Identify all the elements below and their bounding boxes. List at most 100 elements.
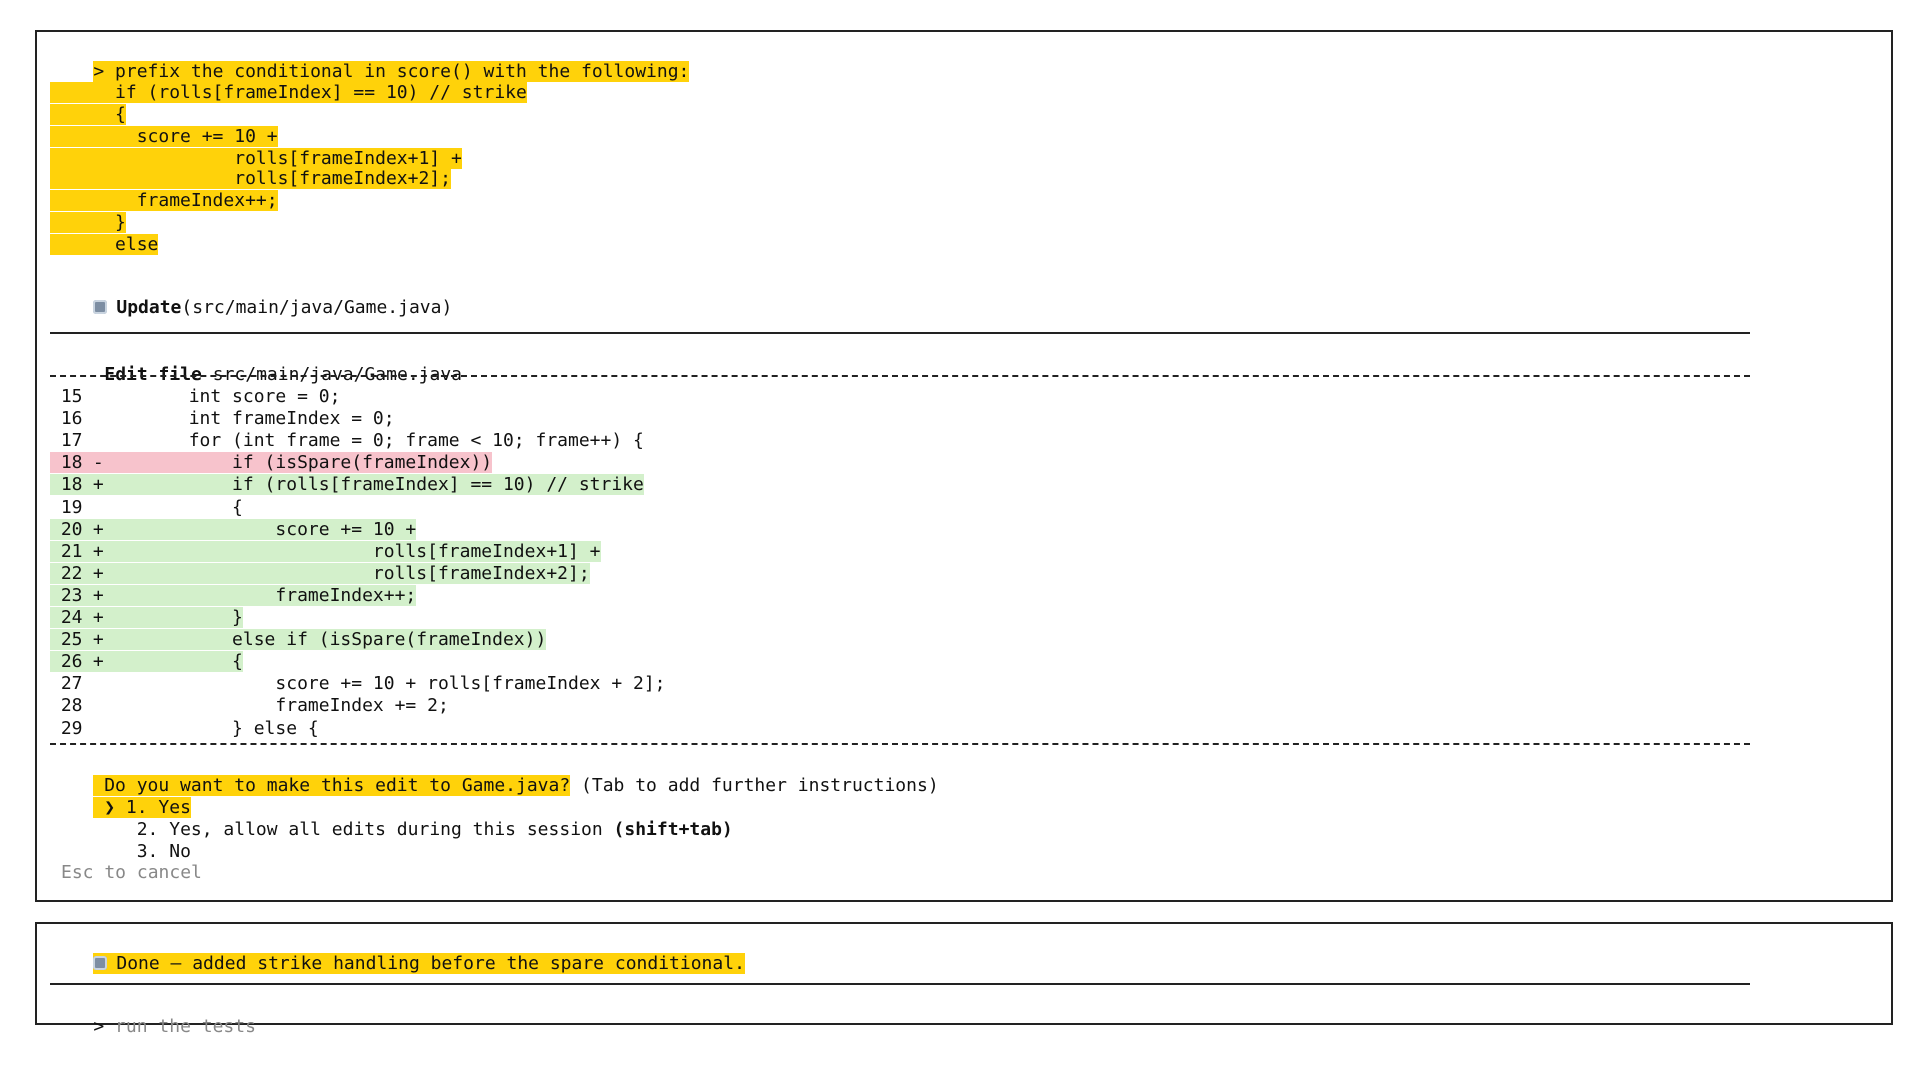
tool-args: (src/main/java/Game.java): [181, 297, 453, 318]
line-number: 18: [50, 474, 83, 495]
edit-panel: > prefix the conditional in score() with…: [35, 30, 1893, 902]
prompt-snippet-line: }: [50, 212, 126, 233]
diff-line-added: 24 + }: [50, 607, 243, 628]
divider-dashed: [50, 743, 1750, 745]
square-dot-icon: [93, 956, 108, 970]
diff-sign: +: [82, 607, 104, 628]
prompt-caret: >: [93, 1016, 116, 1037]
divider: [50, 983, 1750, 985]
prompt-snippet-line: frameIndex++;: [50, 190, 278, 211]
diff-sign: +: [82, 563, 104, 584]
line-number: 20: [50, 519, 83, 540]
square-dot-icon: [93, 300, 108, 314]
prompt-placeholder: run the tests: [115, 1016, 256, 1037]
line-number: 17: [50, 430, 83, 451]
edit-path: src/main/java/Game.java: [212, 364, 462, 385]
confirm-question: Do you want to make this edit to Game.ja…: [104, 775, 571, 796]
option-shortcut: (shift+tab): [613, 819, 733, 840]
prompt-snippet-line: else: [50, 234, 159, 255]
diff-sign: +: [82, 629, 104, 650]
diff-sign: +: [82, 541, 104, 562]
option-yes[interactable]: ❯ 1. Yes: [50, 776, 191, 818]
line-number: 28: [50, 695, 83, 716]
tool-call: Update(src/main/java/Game.java): [50, 276, 452, 318]
diff-line-context: 16 int frameIndex = 0;: [50, 408, 395, 429]
diff-line-context: 28 frameIndex += 2;: [50, 695, 449, 716]
line-number: 19: [50, 497, 83, 518]
line-number: 27: [50, 673, 83, 694]
user-prompt-text: > prefix the conditional in score() with…: [93, 61, 690, 82]
diff-sign: -: [82, 452, 104, 473]
diff-sign: [82, 718, 102, 739]
diff-line-added: 26 + {: [50, 651, 243, 672]
code-text: for (int frame = 0; frame < 10; frame++)…: [102, 430, 644, 451]
code-text: frameIndex++;: [102, 585, 417, 606]
diff-line-removed: 18 - if (isSpare(frameIndex)): [50, 452, 493, 473]
option-no[interactable]: 3. No: [50, 820, 191, 862]
line-number: 25: [50, 629, 83, 650]
confirm-question-row: Do you want to make this edit to Game.ja…: [50, 754, 939, 796]
option-label: 3. No: [136, 841, 191, 862]
option-yes-allow-all[interactable]: 2. Yes, allow all edits during this sess…: [50, 798, 733, 840]
divider: [50, 332, 1750, 334]
diff-sign: +: [82, 474, 104, 495]
diff-line-added: 21 + rolls[frameIndex+1] +: [50, 541, 601, 562]
code-text: frameIndex += 2;: [102, 695, 449, 716]
line-number: 24: [50, 607, 83, 628]
diff-line-context: 27 score += 10 + rolls[frameIndex + 2];: [50, 673, 666, 694]
code-text: {: [102, 497, 243, 518]
option-label: 1. Yes: [125, 797, 191, 818]
code-text: int score = 0;: [102, 386, 341, 407]
code-text: score += 10 +: [102, 519, 417, 540]
diff-line-added: 23 + frameIndex++;: [50, 585, 417, 606]
code-text: int frameIndex = 0;: [102, 408, 395, 429]
diff-line-added: 18 + if (rolls[frameIndex] == 10) // str…: [50, 474, 644, 495]
diff-sign: [82, 695, 102, 716]
line-number: 29: [50, 718, 83, 739]
diff-line-added: 25 + else if (isSpare(frameIndex)): [50, 629, 547, 650]
prompt-snippet-line: rolls[frameIndex+2];: [50, 168, 451, 189]
user-prompt: > prefix the conditional in score() with…: [50, 40, 690, 82]
code-text: if (rolls[frameIndex] == 10) // strike: [102, 474, 644, 495]
diff-sign: [82, 386, 102, 407]
edit-header: Edit file src/main/java/Game.java: [61, 343, 462, 385]
code-text: if (isSpare(frameIndex)): [102, 452, 493, 473]
diff-sign: [82, 408, 102, 429]
diff-sign: +: [82, 651, 104, 672]
code-text: rolls[frameIndex+2];: [102, 563, 590, 584]
line-number: 16: [50, 408, 83, 429]
prompt-snippet-line: score += 10 +: [50, 126, 278, 147]
code-text: } else {: [102, 718, 319, 739]
confirm-hint: (Tab to add further instructions): [570, 775, 939, 796]
diff-line-context: 15 int score = 0;: [50, 386, 341, 407]
diff-line-context: 19 {: [50, 497, 243, 518]
diff-sign: [82, 430, 102, 451]
diff-sign: +: [82, 585, 104, 606]
diff-line-context: 17 for (int frame = 0; frame < 10; frame…: [50, 430, 644, 451]
code-text: score += 10 + rolls[frameIndex + 2];: [102, 673, 666, 694]
cancel-hint: Esc to cancel: [61, 862, 202, 883]
line-number: 22: [50, 563, 83, 584]
diff-line-added: 22 + rolls[frameIndex+2];: [50, 563, 590, 584]
line-number: 23: [50, 585, 83, 606]
line-number: 15: [50, 386, 83, 407]
selection-cursor-icon: ❯: [104, 797, 116, 818]
edit-label: Edit file: [104, 364, 202, 385]
code-text: {: [102, 651, 243, 672]
done-message: Done — added strike handling before the …: [50, 932, 745, 974]
prompt-input[interactable]: > run the tests: [50, 995, 256, 1037]
line-number: 26: [50, 651, 83, 672]
prompt-snippet-line: {: [50, 104, 126, 125]
done-text: Done — added strike handling before the …: [116, 953, 745, 974]
divider-dashed: [50, 375, 1750, 377]
prompt-snippet-line: if (rolls[frameIndex] == 10) // strike: [50, 82, 527, 103]
option-label: 2. Yes, allow all edits during this sess…: [136, 819, 614, 840]
code-text: else if (isSpare(frameIndex)): [102, 629, 547, 650]
diff-sign: +: [82, 519, 104, 540]
prompt-snippet-line: rolls[frameIndex+1] +: [50, 148, 462, 169]
diff-line-context: 29 } else {: [50, 718, 319, 739]
line-number: 21: [50, 541, 83, 562]
status-panel: Done — added strike handling before the …: [35, 922, 1893, 1037]
code-text: rolls[frameIndex+1] +: [102, 541, 601, 562]
diff-line-added: 20 + score += 10 +: [50, 519, 417, 540]
